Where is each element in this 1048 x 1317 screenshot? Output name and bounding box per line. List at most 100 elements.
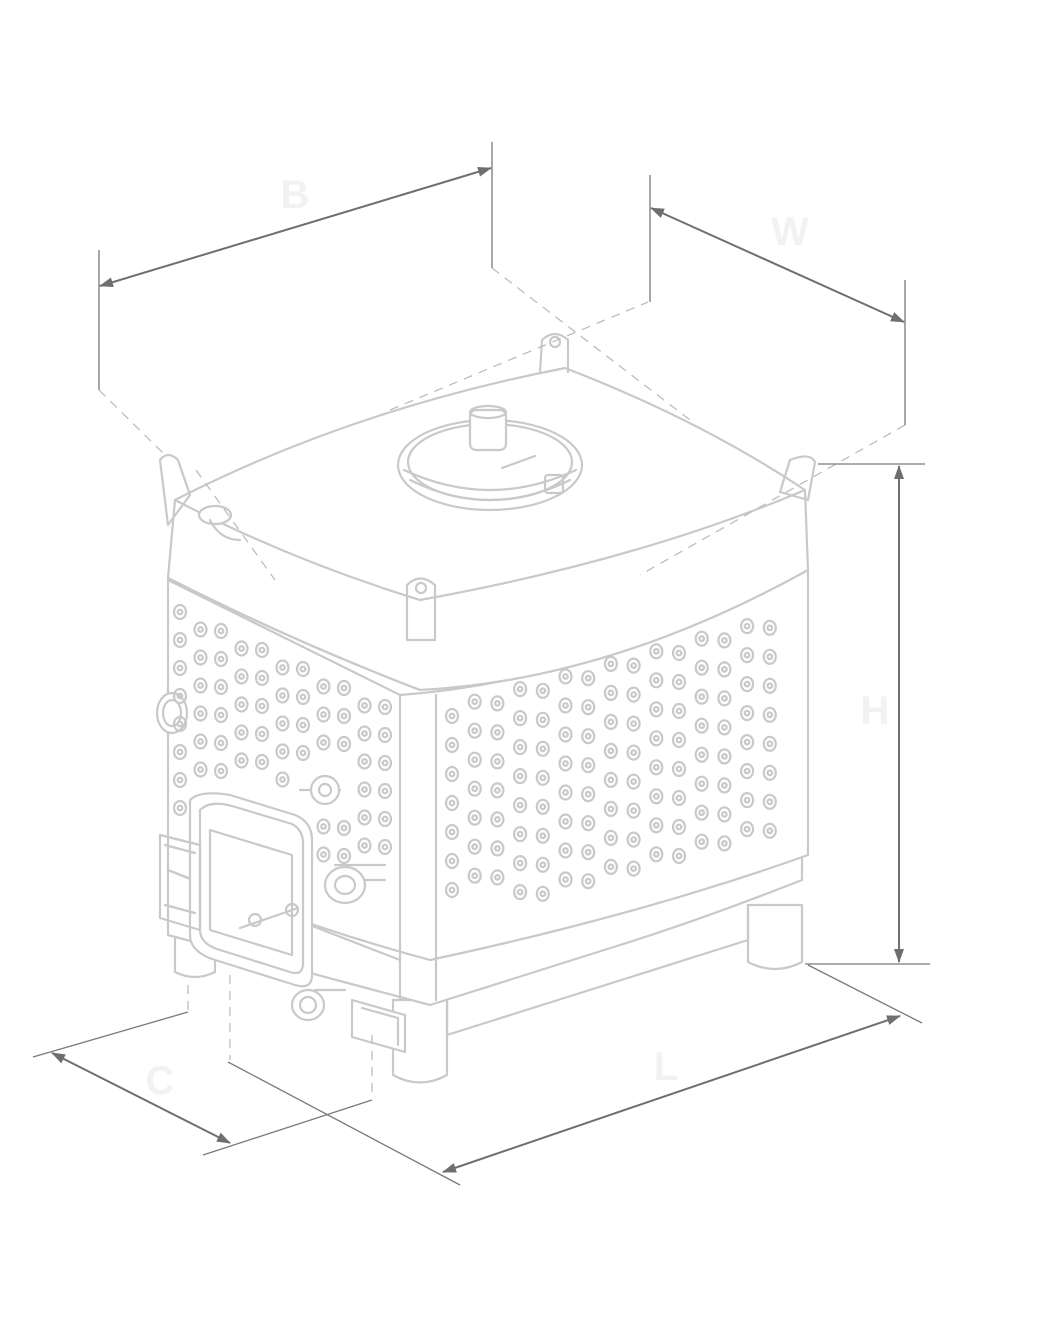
dimple-center — [607, 834, 615, 842]
dimple-center — [471, 814, 479, 822]
dimple-center — [652, 763, 660, 771]
dimple — [762, 648, 777, 665]
dimple — [649, 643, 664, 660]
dimple-center — [539, 890, 547, 898]
dimple-center — [258, 702, 266, 710]
dimple-center — [630, 691, 637, 698]
dimple — [172, 631, 188, 649]
dimple — [649, 846, 664, 863]
dimple — [535, 827, 550, 844]
dimple — [649, 730, 664, 747]
dimple-center — [320, 711, 327, 718]
dimple — [558, 842, 573, 859]
dimple-center — [381, 759, 389, 767]
dimple — [603, 684, 619, 702]
dimple — [172, 799, 188, 817]
dimple-center — [471, 756, 479, 764]
dimple-center — [258, 758, 266, 766]
dimple — [512, 883, 528, 901]
dimple-center — [176, 804, 184, 812]
dimple-center — [630, 807, 637, 814]
dimple — [193, 733, 208, 750]
dimple — [336, 819, 352, 837]
dimple — [717, 777, 732, 794]
dimple-center — [516, 714, 524, 722]
dimple-center — [299, 693, 307, 701]
dimple-center — [721, 724, 728, 731]
dimple — [234, 696, 249, 713]
dimple — [535, 682, 550, 699]
dimple-center — [279, 720, 286, 727]
dimple — [444, 823, 460, 841]
dimple-center — [361, 842, 368, 849]
dimple-center — [766, 624, 774, 632]
dimple — [558, 755, 573, 772]
dimple-center — [698, 635, 706, 643]
dimple-center — [299, 721, 307, 729]
dimple-center — [607, 689, 615, 697]
dimple-center — [652, 734, 660, 742]
dimple-center — [562, 673, 569, 680]
dimple — [467, 838, 482, 855]
dimple-center — [381, 703, 389, 711]
dimple-center — [584, 819, 592, 827]
dimple — [739, 820, 755, 838]
lifting-lugs — [158, 332, 817, 642]
dimple — [377, 698, 393, 716]
dimple-center — [721, 811, 728, 818]
dimple-center — [743, 738, 751, 746]
dimple — [649, 701, 664, 718]
dimple — [603, 829, 619, 847]
dimple — [762, 764, 777, 781]
dimple — [671, 702, 687, 720]
dimple-center — [766, 682, 774, 690]
dimple-center — [448, 799, 456, 807]
dimple-center — [766, 711, 774, 719]
dimple — [490, 695, 505, 712]
dimple — [172, 715, 188, 733]
dimple — [626, 744, 641, 761]
dimple-center — [539, 716, 547, 724]
dimple — [275, 715, 290, 732]
dimple-center — [471, 727, 479, 735]
dimple-center — [176, 692, 184, 700]
dimple — [558, 726, 573, 743]
dimple-center — [539, 687, 547, 695]
dimple-center — [539, 774, 547, 782]
dimple-center — [698, 751, 706, 759]
dimple-center — [743, 825, 751, 833]
dimple — [603, 771, 619, 789]
dimple — [467, 693, 482, 710]
dimple — [671, 789, 687, 807]
dimple — [671, 760, 687, 778]
dimple — [467, 867, 482, 884]
dimple-center — [448, 828, 456, 836]
dimple — [762, 677, 777, 694]
dimple — [512, 825, 528, 843]
dimple-center — [471, 843, 479, 851]
dimple — [357, 781, 372, 798]
dimple — [535, 885, 550, 902]
dimple — [739, 646, 755, 664]
dimple-center — [381, 843, 389, 851]
dimple-center — [607, 660, 615, 668]
dimple — [234, 724, 249, 741]
cooling-dimples — [172, 603, 777, 902]
dimple-center — [675, 765, 683, 773]
dimension-w: W — [649, 175, 906, 425]
dimple — [336, 707, 352, 725]
dimple-center — [176, 608, 184, 616]
dimple-center — [562, 702, 569, 709]
dimple-center — [176, 636, 184, 644]
dimple — [649, 788, 664, 805]
dimple-center — [516, 685, 524, 693]
dimple-center — [562, 760, 569, 767]
dimple-center — [361, 702, 368, 709]
dimple — [649, 817, 664, 834]
dimple — [626, 686, 641, 703]
forklift-pocket — [350, 998, 407, 1054]
dimple — [254, 753, 270, 771]
dimple — [512, 680, 528, 698]
dimple — [603, 800, 619, 818]
dimple-center — [630, 836, 637, 843]
